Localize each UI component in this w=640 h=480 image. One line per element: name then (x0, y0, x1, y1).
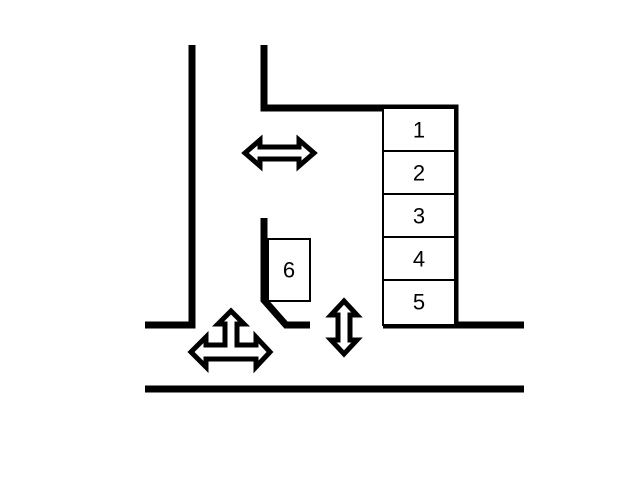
vertical-double-arrow-icon (325, 297, 363, 358)
stack-slot-5 (382, 279, 456, 326)
walls (145, 45, 524, 393)
side-slot-box (267, 238, 311, 302)
three-way-arrow-icon (187, 307, 274, 374)
side-slot: 6 (267, 238, 311, 302)
horizontal-double-arrow-icon (241, 134, 318, 172)
parking-stack: 1 2 3 4 5 (382, 107, 456, 326)
stack-slot-label-3: 3 (413, 204, 425, 229)
arrows (187, 134, 363, 374)
stack-slot-3 (382, 193, 456, 238)
stack-slot-label-4: 4 (413, 247, 425, 272)
entrance-wall (260, 218, 310, 329)
side-slot-label: 6 (283, 258, 295, 283)
stack-slot-label-2: 2 (413, 161, 425, 186)
stack-slot-label-5: 5 (413, 290, 425, 315)
stack-slot-label-1: 1 (413, 118, 425, 143)
left-road-wall (145, 45, 196, 329)
stack-slot-1 (382, 107, 456, 152)
